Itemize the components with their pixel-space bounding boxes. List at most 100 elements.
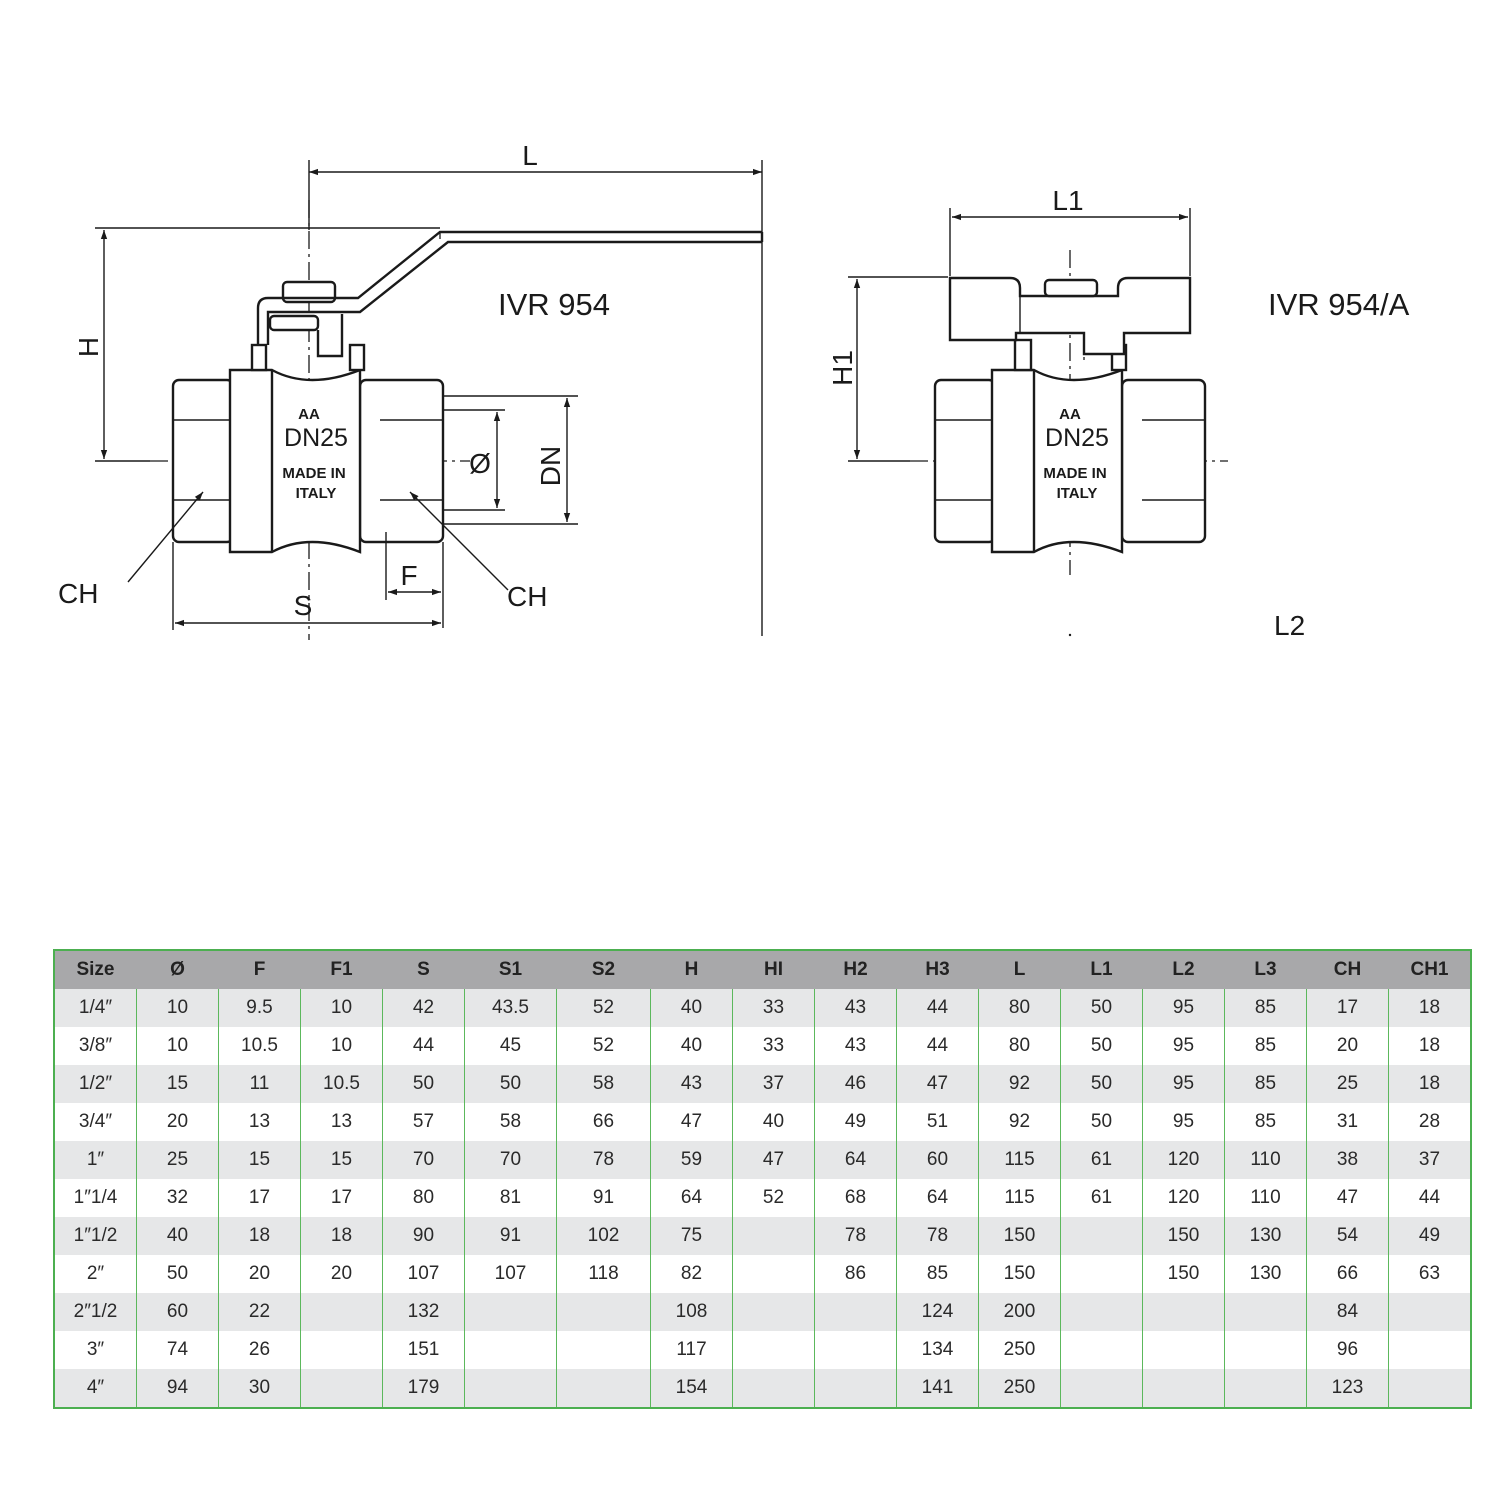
table-cell: 37: [1388, 1141, 1471, 1179]
table-cell: 50: [1060, 1027, 1143, 1065]
table-cell: [732, 1293, 815, 1331]
table-cell: 42: [382, 989, 465, 1027]
table-cell: 30: [218, 1369, 301, 1408]
table-cell: 141: [896, 1369, 979, 1408]
column-header: H3: [896, 950, 979, 989]
table-cell: 17: [218, 1179, 301, 1217]
table-cell: 115: [978, 1179, 1061, 1217]
table-cell: [1224, 1331, 1307, 1369]
model-ivr954-label: IVR 954: [498, 287, 610, 322]
table-cell: 2″: [54, 1255, 137, 1293]
table-cell: 95: [1142, 1027, 1225, 1065]
table-cell: 44: [382, 1027, 465, 1065]
technical-drawing: AA DN25 MADE IN ITALY L H DN Ø F S: [58, 140, 1410, 641]
table-cell: [556, 1331, 651, 1369]
table-cell: 26: [218, 1331, 301, 1369]
table-cell: 18: [1388, 1065, 1471, 1103]
table-cell: 45: [464, 1027, 557, 1065]
marking-made-in-2: MADE IN: [1043, 465, 1106, 482]
table-cell: 91: [464, 1217, 557, 1255]
table-cell: 15: [218, 1141, 301, 1179]
table-cell: 1/2″: [54, 1065, 137, 1103]
table-cell: 92: [978, 1065, 1061, 1103]
table-cell: 66: [1306, 1255, 1389, 1293]
table-cell: [1142, 1293, 1225, 1331]
table-cell: 58: [464, 1103, 557, 1141]
table-cell: 118: [556, 1255, 651, 1293]
table-cell: 80: [978, 989, 1061, 1027]
dim-dn-label: DN: [535, 446, 566, 486]
column-header: S1: [464, 950, 557, 989]
table-cell: 61: [1060, 1141, 1143, 1179]
table-cell: 43.5: [464, 989, 557, 1027]
table-cell: 2″1/2: [54, 1293, 137, 1331]
table-cell: 50: [382, 1065, 465, 1103]
dim-h1-label: H1: [827, 350, 858, 386]
column-header: F1: [300, 950, 383, 989]
table-cell: [732, 1255, 815, 1293]
table-cell: 95: [1142, 1065, 1225, 1103]
table-cell: [300, 1293, 383, 1331]
table-cell: 46: [814, 1065, 897, 1103]
table-cell: 17: [1306, 989, 1389, 1027]
table-cell: 60: [136, 1293, 219, 1331]
table-cell: 1″1/4: [54, 1179, 137, 1217]
table-cell: 85: [896, 1255, 979, 1293]
table-cell: 13: [300, 1103, 383, 1141]
table-cell: 49: [1388, 1217, 1471, 1255]
table-cell: 85: [1224, 1103, 1307, 1141]
table-cell: 10.5: [300, 1065, 383, 1103]
table-cell: [556, 1369, 651, 1408]
table-cell: 50: [464, 1065, 557, 1103]
table-cell: 150: [978, 1255, 1061, 1293]
table-cell: 150: [1142, 1217, 1225, 1255]
marking-dn-2: DN25: [1045, 424, 1109, 452]
table-cell: [464, 1331, 557, 1369]
table-cell: 60: [896, 1141, 979, 1179]
table-cell: 54: [1306, 1217, 1389, 1255]
table-cell: 40: [732, 1103, 815, 1141]
table-cell: 58: [556, 1065, 651, 1103]
dim-l-label: L: [522, 140, 538, 171]
table-cell: [1142, 1331, 1225, 1369]
table-cell: [300, 1369, 383, 1408]
table-cell: [1060, 1331, 1143, 1369]
table-cell: 250: [978, 1369, 1061, 1408]
table-cell: 66: [556, 1103, 651, 1141]
table-cell: [732, 1217, 815, 1255]
table-cell: 86: [814, 1255, 897, 1293]
table-cell: 10.5: [218, 1027, 301, 1065]
table-cell: 84: [1306, 1293, 1389, 1331]
table-cell: 117: [650, 1331, 733, 1369]
table-cell: 50: [1060, 1103, 1143, 1141]
table-cell: 179: [382, 1369, 465, 1408]
table-cell: 120: [1142, 1179, 1225, 1217]
table-cell: 130: [1224, 1217, 1307, 1255]
table-cell: 50: [1060, 1065, 1143, 1103]
table-cell: 200: [978, 1293, 1061, 1331]
table-cell: [300, 1331, 383, 1369]
table-cell: 70: [464, 1141, 557, 1179]
table-cell: 124: [896, 1293, 979, 1331]
valve-lever-view: AA DN25 MADE IN ITALY L H DN Ø F S: [58, 140, 764, 640]
table-cell: 85: [1224, 1065, 1307, 1103]
table-cell: [464, 1293, 557, 1331]
column-header: L1: [1060, 950, 1143, 989]
table-cell: [814, 1331, 897, 1369]
valve-butterfly-view: AA DN25 MADE IN ITALY L1 H1 L2 IVR 954/A: [827, 185, 1410, 641]
table-cell: 74: [136, 1331, 219, 1369]
table-cell: 33: [732, 989, 815, 1027]
table-cell: [1224, 1293, 1307, 1331]
table-cell: 70: [382, 1141, 465, 1179]
dim-h-label: H: [73, 337, 104, 357]
table-cell: 130: [1224, 1255, 1307, 1293]
column-header: Size: [54, 950, 137, 989]
table-cell: 107: [464, 1255, 557, 1293]
column-header: F: [218, 950, 301, 989]
table-cell: 18: [1388, 1027, 1471, 1065]
